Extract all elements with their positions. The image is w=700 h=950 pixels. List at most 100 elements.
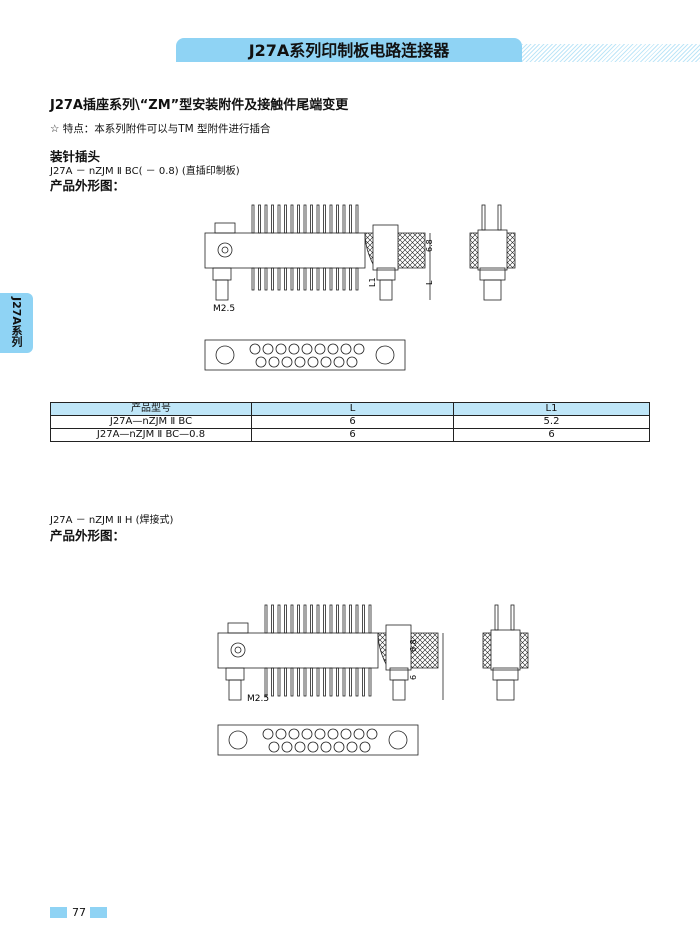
pin [297, 204, 300, 234]
pin-tail [355, 667, 359, 697]
pin-tail [336, 667, 339, 697]
pin [349, 604, 352, 634]
pin [323, 604, 326, 634]
thread-stud [379, 279, 393, 301]
pin [310, 204, 313, 234]
page-header-title: J27A系列印制板电路连接器 [176, 38, 522, 62]
pin-tail [329, 667, 333, 697]
contact-hole [327, 343, 339, 355]
pin [316, 204, 320, 234]
contact-hole [301, 343, 313, 355]
pin-tail [297, 267, 300, 291]
pin-tail [355, 267, 359, 291]
contact-hole [353, 728, 365, 740]
pin-tail [310, 667, 313, 697]
pin-tail [277, 667, 281, 697]
pin [251, 204, 255, 234]
pin-tail [264, 267, 268, 291]
pin-tail [258, 267, 261, 291]
contact-hole [366, 728, 378, 740]
contact-hole [340, 728, 352, 740]
latch-block [372, 224, 399, 271]
pin-tail [316, 667, 320, 697]
connector-body [204, 232, 366, 269]
latch-block [385, 624, 412, 671]
contact-hole [281, 741, 293, 753]
bottom-view-body [217, 724, 419, 756]
dim-l: L [425, 280, 434, 285]
pin [271, 604, 274, 634]
drawing-1 [204, 204, 516, 371]
feature-note: ☆ 特点：本系列附件可以与TM 型附件进行插合 [50, 123, 271, 135]
pin-tail [271, 267, 274, 291]
pin [336, 204, 339, 234]
part1-model: J27A － nZJM Ⅱ BC( － 0.8) (直插印制板) [50, 166, 240, 177]
hex-nut [212, 267, 232, 281]
pin [355, 604, 359, 634]
contact-hole [262, 343, 274, 355]
bottom-nut [375, 345, 395, 365]
pin-tail [271, 667, 274, 697]
contact-hole [268, 741, 280, 753]
contact-hole [340, 343, 352, 355]
contact-hole [359, 741, 371, 753]
part2-drawing-label: 产品外形图： [50, 528, 126, 543]
contact-hole [288, 728, 300, 740]
pin [290, 204, 294, 234]
mount-block [214, 222, 236, 234]
pin-tail [362, 667, 365, 697]
mount-block [227, 622, 249, 634]
pin [284, 604, 287, 634]
bottom-nut [215, 345, 235, 365]
dim-thread-2: M2.5 [247, 694, 269, 704]
pin-tail [323, 267, 326, 291]
pin [329, 604, 333, 634]
pin-tail [284, 267, 287, 291]
pin [362, 604, 365, 634]
mount-hole-inner [221, 246, 229, 254]
pin-tail [368, 667, 372, 697]
part1-heading: 装针插头 [50, 149, 101, 164]
pin [290, 604, 294, 634]
pin [368, 604, 372, 634]
contact-hole [281, 356, 293, 368]
dim-l-2: 6 [409, 675, 418, 680]
pin-tail [342, 667, 346, 697]
pin-tail [264, 667, 268, 697]
page-number-bar-right [90, 907, 107, 918]
side-stud [496, 679, 515, 701]
contact-hole [327, 728, 339, 740]
contact-hole [346, 356, 358, 368]
drawing-2 [217, 604, 529, 756]
pin [277, 204, 281, 234]
part2-model: J27A － nZJM Ⅱ H (焊接式) [50, 515, 174, 526]
bottom-nut [228, 730, 248, 750]
dimension-table: 产品型号 L L1 J27A—nZJM Ⅱ BC 6 5.2 J27A—nZJM… [50, 402, 650, 442]
mount-hole [230, 642, 246, 658]
contact-hole [275, 728, 287, 740]
contact-hole [346, 741, 358, 753]
pin-tail [303, 267, 307, 291]
contact-hole [320, 356, 332, 368]
cell-l1: 6 [453, 428, 650, 442]
pin [303, 204, 307, 234]
pin-tail [349, 267, 352, 291]
pin [284, 204, 287, 234]
pin-tail [310, 267, 313, 291]
contact-hole [262, 728, 274, 740]
page-number: 77 [72, 906, 86, 919]
dim-l1: L1 [368, 277, 377, 287]
pin [342, 204, 346, 234]
pin [271, 204, 274, 234]
pin-tail [251, 267, 255, 291]
header-hatch-decoration [522, 44, 700, 62]
side-stud [483, 279, 502, 301]
side-pin [510, 604, 515, 631]
bottom-nut [388, 730, 408, 750]
pin [342, 604, 346, 634]
contact-hole [301, 728, 313, 740]
contact-hole [333, 356, 345, 368]
pin-tail [329, 267, 333, 291]
contact-hole [314, 728, 326, 740]
